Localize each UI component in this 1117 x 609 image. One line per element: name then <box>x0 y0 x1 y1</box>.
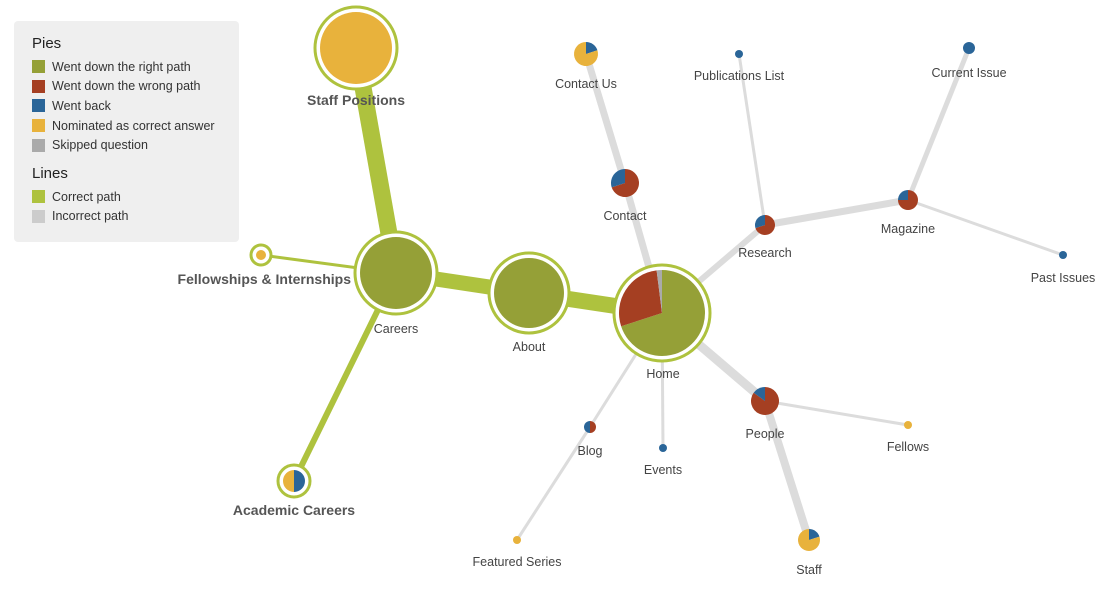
pie-slice-back <box>898 190 908 200</box>
pie-slice-back <box>809 529 820 540</box>
node-label: Research <box>738 246 792 260</box>
legend-item-went-back: Went back <box>32 96 239 116</box>
legend-label: Incorrect path <box>52 209 129 224</box>
pie-slice-back <box>584 421 590 433</box>
pie-slice-nominated <box>513 536 521 544</box>
node-label: Fellowships & Internships <box>178 271 352 287</box>
pie-slice-back <box>610 169 625 188</box>
node-label: Home <box>646 367 679 381</box>
node-fellowships[interactable]: Fellowships & Internships <box>178 243 352 287</box>
legend-lines-heading: Lines <box>32 164 68 182</box>
legend-label: Went down the right path <box>52 59 191 74</box>
pie-slice-nominated <box>256 250 266 260</box>
pie-slice-wrong <box>590 421 596 433</box>
node-featured-series[interactable]: Featured Series <box>473 536 562 569</box>
pie-slice-nominated <box>573 42 598 66</box>
legend-swatch <box>32 209 45 223</box>
pie-slice-right <box>494 258 564 328</box>
legend-panel: Pies Went down the right path Went down … <box>14 21 239 242</box>
legend-label: Went down the wrong path <box>52 79 201 94</box>
link-magazine-current_issue <box>905 47 972 201</box>
legend-item-right-path: Went down the right path <box>32 57 239 77</box>
node-label: Current Issue <box>931 66 1006 80</box>
legend-item-correct-path: Correct path <box>32 187 239 207</box>
link-blog-featured_series <box>515 426 592 541</box>
node-label: Events <box>644 463 682 477</box>
pie-slice-skipped <box>656 270 662 313</box>
legend-label: Skipped question <box>52 138 148 153</box>
node-home[interactable]: Home <box>612 263 712 381</box>
node-label: Featured Series <box>473 555 562 569</box>
legend-swatch <box>32 79 45 93</box>
node-contact[interactable]: Contact <box>603 169 647 223</box>
legend-item-skipped: Skipped question <box>32 135 239 155</box>
pie-slice-wrong <box>755 215 775 235</box>
link-people-staff <box>761 399 813 542</box>
nodes-layer: Home About Careers Staff PositionsFellowshi… <box>178 5 1096 577</box>
node-careers[interactable]: Careers <box>353 230 439 336</box>
pie-slice-back <box>1059 251 1067 259</box>
node-about[interactable]: About <box>487 251 571 354</box>
pie-slice-back <box>294 470 305 492</box>
node-label: Staff <box>796 563 822 577</box>
legend-label: Correct path <box>52 189 121 204</box>
legend-swatch <box>32 138 45 152</box>
node-staff[interactable]: Staff <box>796 529 822 577</box>
pie-slice-back <box>735 50 743 58</box>
node-label: Past Issues <box>1031 271 1096 285</box>
pie-slice-back <box>659 444 667 452</box>
node-label: Contact Us <box>555 77 617 91</box>
legend-swatch <box>32 99 45 113</box>
node-past-issues[interactable]: Past Issues <box>1031 251 1096 285</box>
node-staff-positions[interactable]: Staff Positions <box>307 5 405 108</box>
node-label: Blog <box>577 444 602 458</box>
node-publications-list[interactable]: Publications List <box>694 50 785 83</box>
legend-item-incorrect-path: Incorrect path <box>32 207 239 227</box>
node-fellows[interactable]: Fellows <box>887 421 929 454</box>
node-current-issue[interactable]: Current Issue <box>931 42 1007 80</box>
legend-swatch <box>32 190 45 204</box>
legend-swatch <box>32 60 45 74</box>
node-label: Publications List <box>694 69 785 83</box>
legend-item-wrong-path: Went down the wrong path <box>32 77 239 97</box>
pie-slice-right <box>621 270 706 356</box>
link-magazine-past_issues <box>907 198 1064 257</box>
legend-swatch <box>32 119 45 133</box>
link-research-magazine <box>764 196 909 229</box>
pie-slice-back <box>586 42 598 54</box>
node-blog[interactable]: Blog <box>577 421 603 458</box>
node-label: People <box>746 427 785 441</box>
pie-slice-back <box>963 42 975 54</box>
node-research[interactable]: Research <box>738 215 792 260</box>
pie-slice-back <box>755 215 765 229</box>
pie-slice-wrong <box>611 169 639 197</box>
node-academic-careers[interactable]: Academic Careers <box>233 463 355 518</box>
node-label: Careers <box>374 322 418 336</box>
legend-label: Nominated as correct answer <box>52 118 215 133</box>
node-label: Contact <box>603 209 647 223</box>
node-label: Academic Careers <box>233 502 355 518</box>
node-people[interactable]: People <box>746 387 785 441</box>
pie-slice-nominated <box>283 470 294 492</box>
pie-slice-wrong <box>619 270 662 327</box>
pie-slice-back <box>753 387 765 401</box>
legend-label: Went back <box>52 98 111 113</box>
pie-slice-right <box>360 237 432 309</box>
legend-item-nominated: Nominated as correct answer <box>32 116 239 136</box>
pie-slice-nominated <box>320 12 392 84</box>
pie-slice-nominated <box>904 421 912 429</box>
node-magazine[interactable]: Magazine <box>881 190 935 236</box>
node-events[interactable]: Events <box>644 444 682 477</box>
node-label: Staff Positions <box>307 92 405 108</box>
node-label: Fellows <box>887 440 929 454</box>
link-contact-contact_us <box>582 52 629 185</box>
pie-slice-nominated <box>798 529 820 551</box>
legend-pies-heading: Pies <box>32 35 62 52</box>
node-label: Magazine <box>881 222 935 236</box>
link-people-fellows <box>764 399 909 427</box>
link-research-publications_list <box>737 53 767 226</box>
node-label: About <box>513 340 546 354</box>
node-contact-us[interactable]: Contact Us <box>555 42 617 91</box>
